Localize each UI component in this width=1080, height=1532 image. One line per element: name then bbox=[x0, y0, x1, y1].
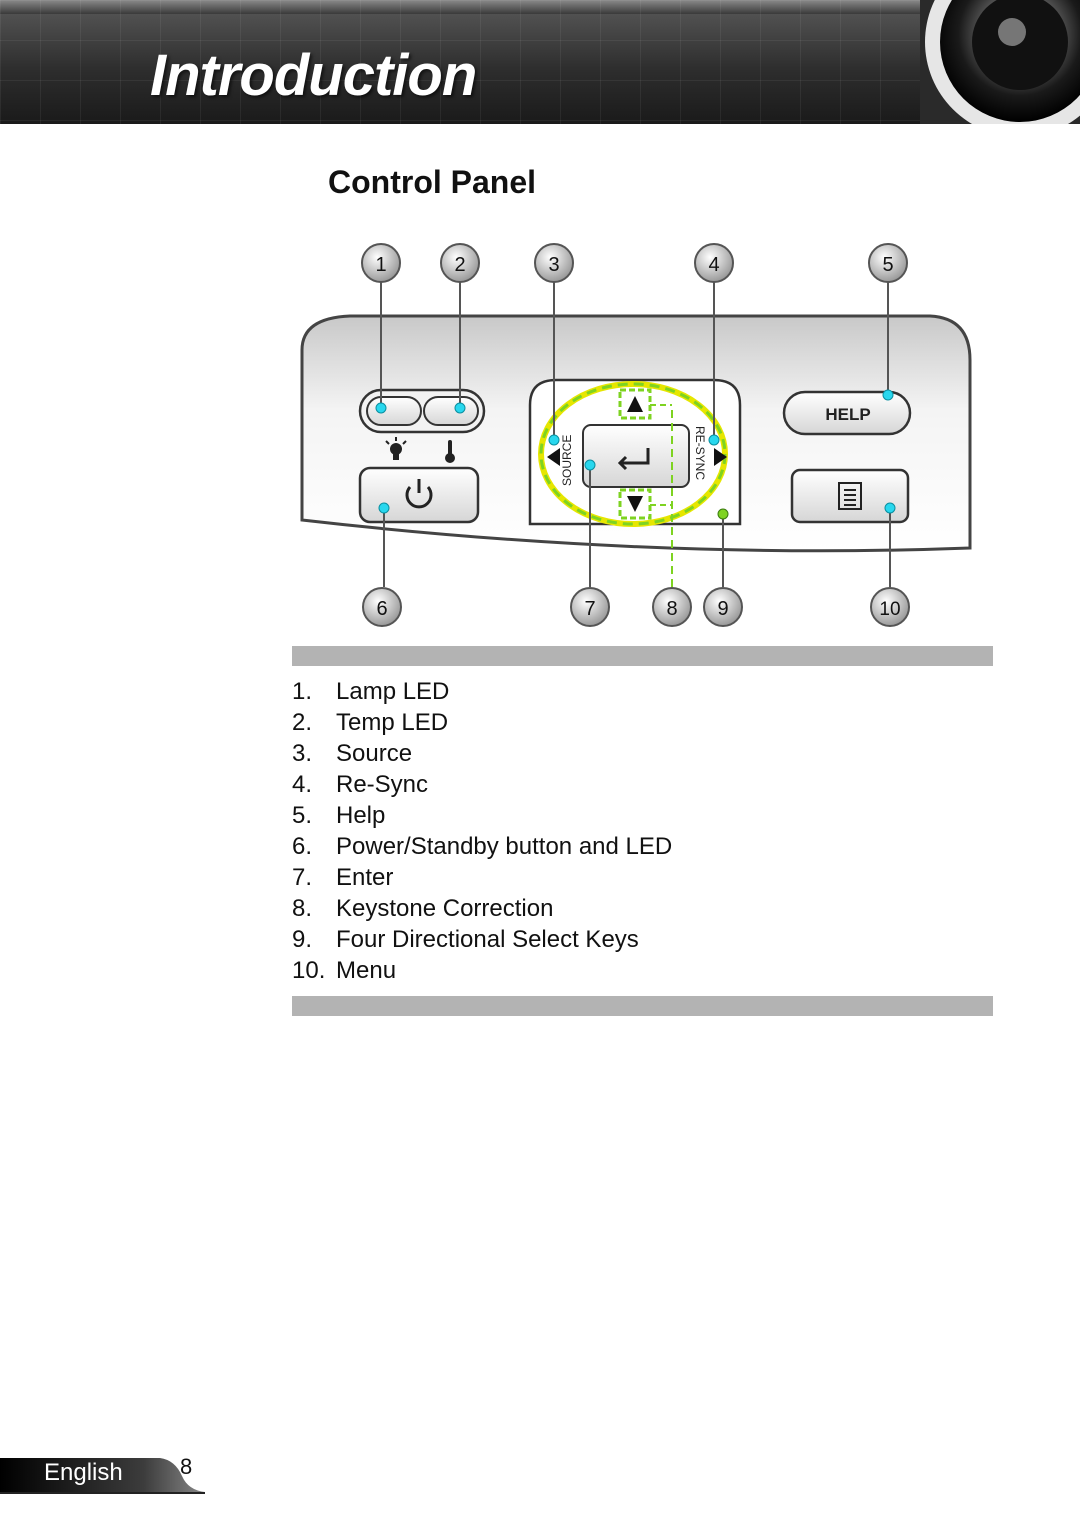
svg-text:3: 3 bbox=[548, 254, 559, 276]
footer-language-tab bbox=[0, 1458, 205, 1494]
callout-dots bbox=[375, 389, 896, 514]
help-button bbox=[782, 390, 912, 436]
enter-button bbox=[582, 424, 690, 488]
help-label: HELP bbox=[825, 405, 870, 424]
power-icon bbox=[405, 479, 433, 509]
enter-icon bbox=[617, 448, 650, 471]
right-arrow-icon bbox=[714, 448, 727, 466]
power-button bbox=[358, 466, 480, 524]
section-title: Introduction bbox=[150, 43, 477, 108]
svg-text:2: 2 bbox=[454, 254, 465, 276]
svg-text:5: 5 bbox=[882, 254, 893, 276]
resync-label: RE-SYNC bbox=[693, 426, 707, 480]
footer-language: English bbox=[44, 1459, 123, 1486]
control-list: 1.Lamp LED 2.Temp LED 3.Source 4.Re-Sync… bbox=[292, 678, 672, 988]
svg-text:4: 4 bbox=[708, 254, 719, 276]
list-item: 4.Re-Sync bbox=[292, 771, 429, 798]
temp-led bbox=[423, 396, 479, 426]
svg-text:9: 9 bbox=[717, 598, 728, 620]
projector-lens-icon bbox=[920, 0, 1080, 124]
callout-2: 2 bbox=[440, 243, 480, 283]
callout-3: 3 bbox=[534, 243, 574, 283]
header-strip bbox=[0, 0, 1080, 14]
svg-text:1: 1 bbox=[375, 254, 386, 276]
lamp-icon bbox=[385, 437, 407, 460]
list-item: 6.Power/Standby button and LED bbox=[292, 833, 673, 860]
keystone-up-box bbox=[618, 388, 652, 420]
callout-7: 7 bbox=[570, 587, 610, 627]
source-label: SOURCE bbox=[560, 435, 574, 486]
list-item: 5.Help bbox=[292, 802, 386, 829]
list-item: 8.Keystone Correction bbox=[292, 895, 554, 922]
callout-4: 4 bbox=[694, 243, 734, 283]
lamp-led bbox=[366, 396, 422, 426]
control-panel-diagram: SOURCE RE-SYNC HELP bbox=[300, 243, 972, 627]
direction-keys-dot bbox=[717, 508, 729, 520]
callout-5: 5 bbox=[868, 243, 908, 283]
callout-8: 8 bbox=[652, 587, 692, 627]
down-arrow-icon bbox=[627, 496, 643, 512]
header-banner: Introduction bbox=[0, 0, 1080, 124]
list-item: 2.Temp LED bbox=[292, 709, 449, 736]
callout-10: 10 bbox=[870, 587, 910, 627]
thermometer-icon bbox=[445, 440, 455, 463]
callout-1: 1 bbox=[361, 243, 401, 283]
svg-text:8: 8 bbox=[666, 598, 677, 620]
svg-text:10: 10 bbox=[879, 599, 900, 620]
list-item: 10.Menu bbox=[292, 957, 397, 984]
left-arrow-icon bbox=[547, 448, 560, 466]
svg-text:6: 6 bbox=[376, 598, 387, 620]
list-item: 7.Enter bbox=[292, 864, 394, 891]
keystone-down-box bbox=[618, 488, 652, 520]
callout-9: 9 bbox=[703, 587, 743, 627]
divider-bottom bbox=[292, 996, 993, 1016]
list-item: 1.Lamp LED bbox=[292, 678, 450, 705]
list-item: 9.Four Directional Select Keys bbox=[292, 926, 639, 953]
page-title: Control Panel bbox=[328, 164, 537, 200]
svg-text:7: 7 bbox=[584, 598, 595, 620]
callout-6: 6 bbox=[362, 587, 402, 627]
leader-lines bbox=[380, 282, 891, 587]
divider-top bbox=[292, 646, 993, 666]
header-grid-pattern bbox=[0, 0, 1080, 124]
page-number: 8 bbox=[180, 1454, 193, 1479]
up-arrow-icon bbox=[627, 396, 643, 412]
menu-icon bbox=[838, 482, 862, 510]
list-item: 3.Source bbox=[292, 740, 413, 767]
